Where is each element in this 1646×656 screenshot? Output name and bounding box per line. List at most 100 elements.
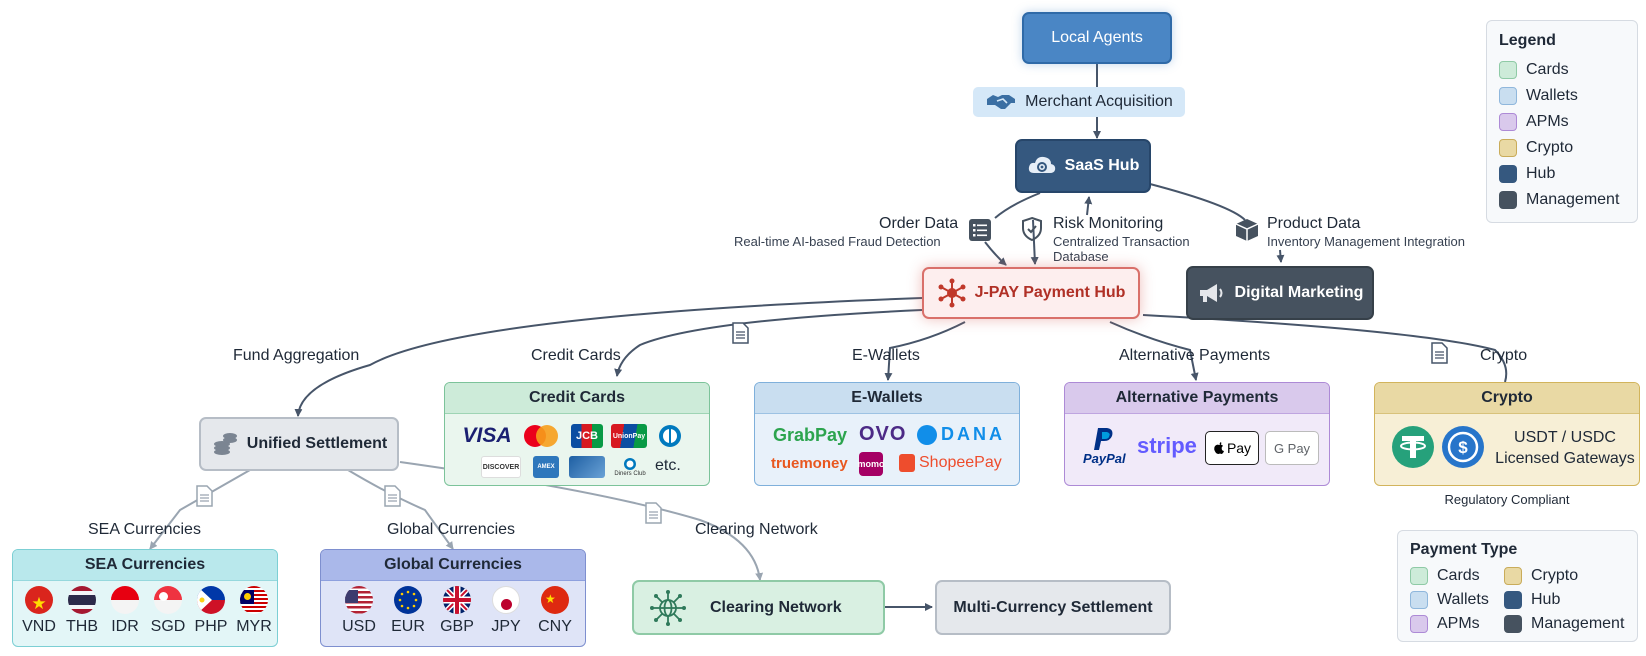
flag-singapore-icon [154,586,182,614]
legend-label: Hub [1526,165,1556,182]
legend-item-management: Management [1499,191,1619,209]
legend-swatch [1499,87,1517,105]
flag-japan-icon [492,586,520,614]
legend-swatch [1410,567,1428,585]
svg-text:$: $ [1458,438,1468,457]
edge-label-product-data-sub: Inventory Management Integration [1267,234,1466,249]
legend-swatch [1499,139,1517,157]
crypto-group: Crypto $ USDT / USDC Licensed Gateways [1374,382,1640,486]
hub-network-icon [937,278,967,308]
crypto-line1: USDT / USDC [1514,429,1616,446]
edge-label-alternative-payments: Alternative Payments [1119,347,1271,364]
document-icon [195,485,213,512]
crypto-note: Regulatory Compliant [1444,492,1570,507]
jcb-logo: JCB [571,424,603,448]
multi-currency-settlement-node[interactable]: Multi-Currency Settlement [935,580,1171,635]
local-agents-node[interactable]: Local Agents [1022,12,1172,64]
currency-usd: USD [337,586,381,636]
clearing-network-node[interactable]: Clearing Network [632,580,885,635]
flag-vietnam-icon: ★ [25,586,53,614]
currency-code: SGD [150,618,186,635]
diners-club-caption: Diners Club [614,471,646,477]
currency-code: PHP [194,618,228,635]
currency-code: USD [342,618,376,635]
payment-type-item-apms: APMs [1410,615,1480,633]
merchant-acquisition-node[interactable]: Merchant Acquisition [973,87,1185,117]
apple-pay-text: Pay [1226,440,1252,456]
credit-cards-etc: etc. [655,457,681,474]
edge-label-credit-cards: Credit Cards [531,347,621,364]
currency-code: GBP [440,618,474,635]
payment-type-item-crypto: Crypto [1504,567,1578,585]
flag-philippines-icon [197,586,225,614]
legend-label: Wallets [1526,87,1578,104]
saas-hub-node[interactable]: SaaS Hub [1015,139,1151,193]
legend-swatch [1499,165,1517,183]
edge-label-fund-aggregation: Fund Aggregation [233,347,360,364]
e-wallets-title: E-Wallets [755,383,1019,414]
sea-currencies-group: SEA Currencies ★ VND THB IDR SGD PHP MYR [12,549,278,647]
currency-myr: MYR [232,586,276,636]
legend-item-apms: APMs [1499,113,1569,131]
unified-settlement-label: Unified Settlement [246,435,388,452]
unionpay-logo: UnionPay [611,424,647,448]
legend-item-wallets: Wallets [1499,87,1578,105]
multi-currency-settlement-label: Multi-Currency Settlement [953,598,1153,616]
payment-type-item-management: Management [1504,615,1624,633]
legend-swatch [1499,191,1517,209]
mastercard-logo [521,423,561,449]
crypto-title: Crypto [1375,383,1639,414]
edge-label-order-data-sub: Real-time AI-based Fraud Detection [734,234,941,249]
saas-hub-label: SaaS Hub [1064,157,1140,174]
digital-marketing-node[interactable]: Digital Marketing [1186,266,1374,320]
credit-cards-group: Credit Cards VISA JCB UnionPay DISCOVER … [444,382,710,486]
shield-check-icon [1020,216,1044,242]
currency-code: VND [22,618,56,635]
edge-label-sea-currencies: SEA Currencies [88,521,201,538]
legend-swatch [1499,113,1517,131]
alternative-payments-group: Alternative Payments PayPal stripe Pay G… [1064,382,1330,486]
grabpay-logo: GrabPay [773,425,848,445]
box-icon [1234,217,1260,243]
clearing-network-label: Clearing Network [710,598,842,616]
flag-indonesia-icon [111,586,139,614]
legend-label: Crypto [1526,139,1574,156]
merchant-acquisition-label: Merchant Acquisition [1025,93,1173,110]
flag-eu-icon [394,586,422,614]
legend-swatch [1504,591,1522,609]
visa-logo: VISA [462,424,512,447]
flag-thailand-icon [68,586,96,614]
edge-label-clearing-network: Clearing Network [695,521,818,538]
legend-item-hub: Hub [1499,165,1555,183]
sea-currencies-title: SEA Currencies [13,550,277,581]
payment-type-title: Payment Type [1410,541,1518,558]
jpay-payment-hub-node[interactable]: J-PAY Payment Hub [922,267,1140,319]
e-wallets-group: E-Wallets GrabPay OVO DANA truemoney mom… [754,382,1020,486]
dana-logo: DANA [917,424,1005,445]
alternative-payments-title: Alternative Payments [1065,383,1329,414]
currency-cny: ★ CNY [533,586,577,636]
payment-type-item-wallets: Wallets [1410,591,1489,609]
legend-item-cards: Cards [1499,61,1569,79]
discover-logo: DISCOVER [481,456,521,478]
edge-label-risk-monitoring: Risk Monitoring [1053,215,1164,232]
edge-label-product-data: Product Data [1267,215,1361,232]
payment-type-panel: Payment Type Cards Crypto Wallets Hub AP… [1397,530,1638,642]
currency-code: EUR [391,618,425,635]
checklist-icon [968,218,992,242]
legend-label: Crypto [1531,567,1579,584]
dana-text: DANA [941,424,1005,444]
diners-club-logo: Diners Club [613,455,647,479]
digital-marketing-label: Digital Marketing [1234,284,1364,301]
legend-label: Cards [1437,567,1480,584]
amex-logo: AMEX [533,456,559,478]
truemoney-logo: truemoney [771,455,848,472]
paypal-logo: PayPal [1083,427,1126,466]
unified-settlement-node[interactable]: Unified Settlement [199,417,399,471]
document-icon [383,485,401,512]
momo-logo: momo [858,452,885,476]
paypal-text: PayPal [1083,451,1126,466]
usdc-icon: $ [1441,425,1485,474]
global-currencies-group: Global Currencies USD EUR GBP JPY ★ CNY [320,549,586,647]
